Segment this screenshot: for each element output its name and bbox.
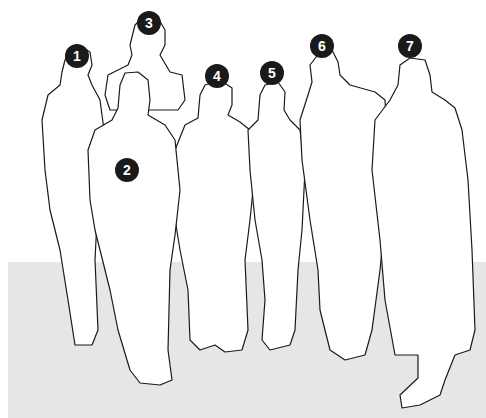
person-silhouette xyxy=(88,72,180,385)
person-silhouette xyxy=(172,80,255,352)
callout-number: 3 xyxy=(137,11,161,35)
person-silhouette xyxy=(372,58,475,408)
person-silhouette xyxy=(248,82,305,350)
callout-number: 5 xyxy=(260,61,284,85)
callout-number: 2 xyxy=(115,158,139,182)
callout-number: 1 xyxy=(65,44,89,68)
person-silhouette xyxy=(300,50,388,360)
callout-number: 6 xyxy=(310,34,334,58)
callout-number: 4 xyxy=(205,64,229,88)
callout-number: 7 xyxy=(398,34,422,58)
